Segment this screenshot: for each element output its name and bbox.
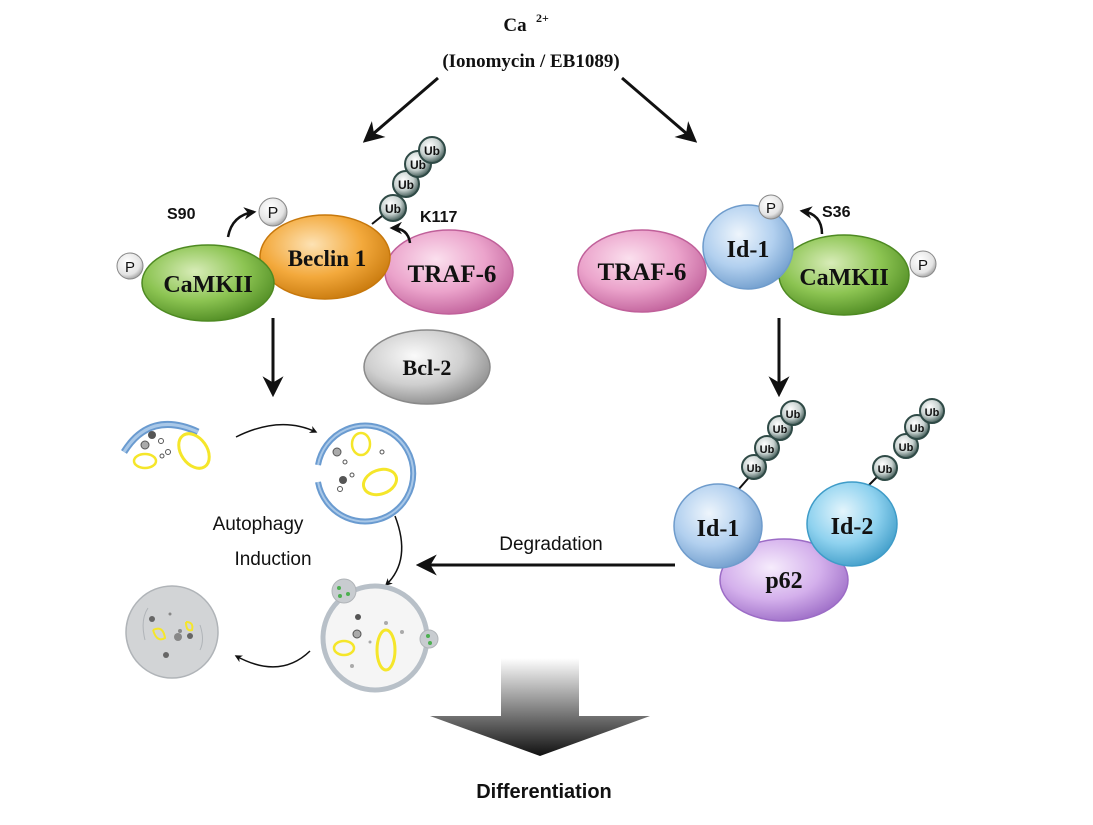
s90-phospho-arrow	[226, 207, 257, 238]
autophagosome-icon	[315, 422, 417, 525]
traf6-right: TRAF-6	[577, 229, 707, 313]
svg-text:Ub: Ub	[786, 409, 801, 421]
svg-text:Beclin 1: Beclin 1	[288, 246, 367, 271]
svg-text:Ub: Ub	[899, 442, 914, 454]
ub-icon: Ub	[919, 398, 945, 424]
phagophore-icon	[121, 421, 211, 470]
k117-site-label: K117	[420, 209, 457, 226]
s90-site-label: S90	[167, 206, 196, 223]
phospho-icon: P	[909, 250, 937, 278]
p62: p62	[719, 538, 849, 622]
svg-text:Ub: Ub	[878, 464, 893, 476]
camkii-left: CaMKII	[141, 244, 275, 322]
id2: Id-2	[806, 481, 898, 567]
ub-icon: Ub	[780, 400, 806, 426]
differentiation-arrow-icon	[430, 658, 650, 756]
id1-bottom: Id-1	[673, 483, 763, 569]
autophagy-label: Autophagy	[213, 514, 304, 535]
id1-top: Id-1	[702, 204, 794, 290]
svg-text:TRAF-6: TRAF-6	[598, 259, 687, 286]
ub-icon: Ub	[392, 170, 420, 198]
svg-text:Ub: Ub	[747, 463, 762, 475]
cycle-arrow-2	[384, 515, 403, 587]
svg-text:CaMKII: CaMKII	[799, 265, 888, 291]
ub-chain-id1: Ub Ub Ub Ub	[741, 400, 806, 480]
ub-icon: Ub	[741, 454, 767, 480]
degraded-lysosome-icon	[125, 585, 219, 679]
calcium-charge-label: 2+	[536, 11, 549, 25]
ub-chain-left: Ub Ub Ub Ub	[379, 136, 446, 222]
svg-text:Ub: Ub	[760, 444, 775, 456]
svg-text:Ub: Ub	[925, 407, 940, 419]
ub-icon: Ub	[872, 455, 898, 481]
svg-text:P: P	[268, 205, 279, 222]
stimulus-agents-label: (Ionomycin / EB1089)	[442, 51, 619, 72]
k117-ubiquitin-arrow	[389, 221, 412, 244]
ub-icon: Ub	[418, 136, 446, 164]
ub-chain-id2: Ub Ub Ub Ub	[872, 398, 945, 481]
right-complex: TRAF-6 CaMKII Id-1 P P S36	[577, 194, 937, 316]
svg-text:P: P	[125, 259, 135, 276]
svg-text:Ub: Ub	[410, 158, 426, 172]
svg-text:Bcl-2: Bcl-2	[403, 355, 452, 380]
svg-text:Ub: Ub	[398, 178, 414, 192]
phospho-icon: P	[758, 194, 784, 220]
svg-text:Ub: Ub	[910, 423, 925, 435]
autolysosome-icon	[320, 578, 439, 693]
svg-text:Ub: Ub	[385, 202, 401, 216]
induction-label: Induction	[234, 549, 311, 570]
arrow-to-left-pathway	[362, 76, 439, 143]
svg-text:Ub: Ub	[424, 144, 440, 158]
svg-text:Id-1: Id-1	[727, 237, 770, 263]
svg-text:P: P	[918, 257, 928, 274]
outcome-label: Differentiation	[476, 781, 612, 803]
stimulus-label: Ca 2+ (Ionomycin / EB1089)	[442, 11, 619, 72]
cycle-arrow-3	[234, 650, 311, 668]
svg-text:P: P	[766, 200, 776, 217]
svg-text:Id-1: Id-1	[697, 516, 740, 542]
cycle-arrow-1	[235, 423, 318, 438]
svg-text:CaMKII: CaMKII	[163, 272, 252, 298]
left-complex: Ub Ub Ub Ub TRAF-6 Beclin 1 CaMKII P P	[116, 136, 514, 405]
ub-icon: Ub	[904, 414, 930, 440]
ub-icon: Ub	[754, 435, 780, 461]
ub-icon: Ub	[379, 194, 407, 222]
degradation-label: Degradation	[499, 534, 603, 555]
phospho-icon: P	[116, 252, 144, 280]
arrow-to-right-pathway	[621, 76, 698, 143]
autophagy-cycle: Autophagy Induction	[121, 421, 439, 693]
bcl2: Bcl-2	[363, 329, 491, 405]
phospho-icon: P	[258, 197, 288, 227]
camkii-right: CaMKII	[778, 234, 910, 316]
calcium-ion-label: Ca	[503, 15, 527, 36]
svg-text:TRAF-6: TRAF-6	[408, 261, 497, 288]
ub-icon: Ub	[893, 433, 919, 459]
degradation-complex: Ub Ub Ub Ub Ub Ub Ub Ub p62 Id-1 Id-2	[673, 398, 945, 622]
beclin1: Beclin 1	[259, 214, 391, 300]
svg-text:Id-2: Id-2	[831, 514, 874, 540]
svg-text:Ub: Ub	[773, 424, 788, 436]
traf6-left: TRAF-6	[384, 229, 514, 315]
s36-phospho-arrow	[799, 206, 824, 235]
svg-text:p62: p62	[765, 568, 802, 594]
s36-site-label: S36	[822, 204, 851, 221]
